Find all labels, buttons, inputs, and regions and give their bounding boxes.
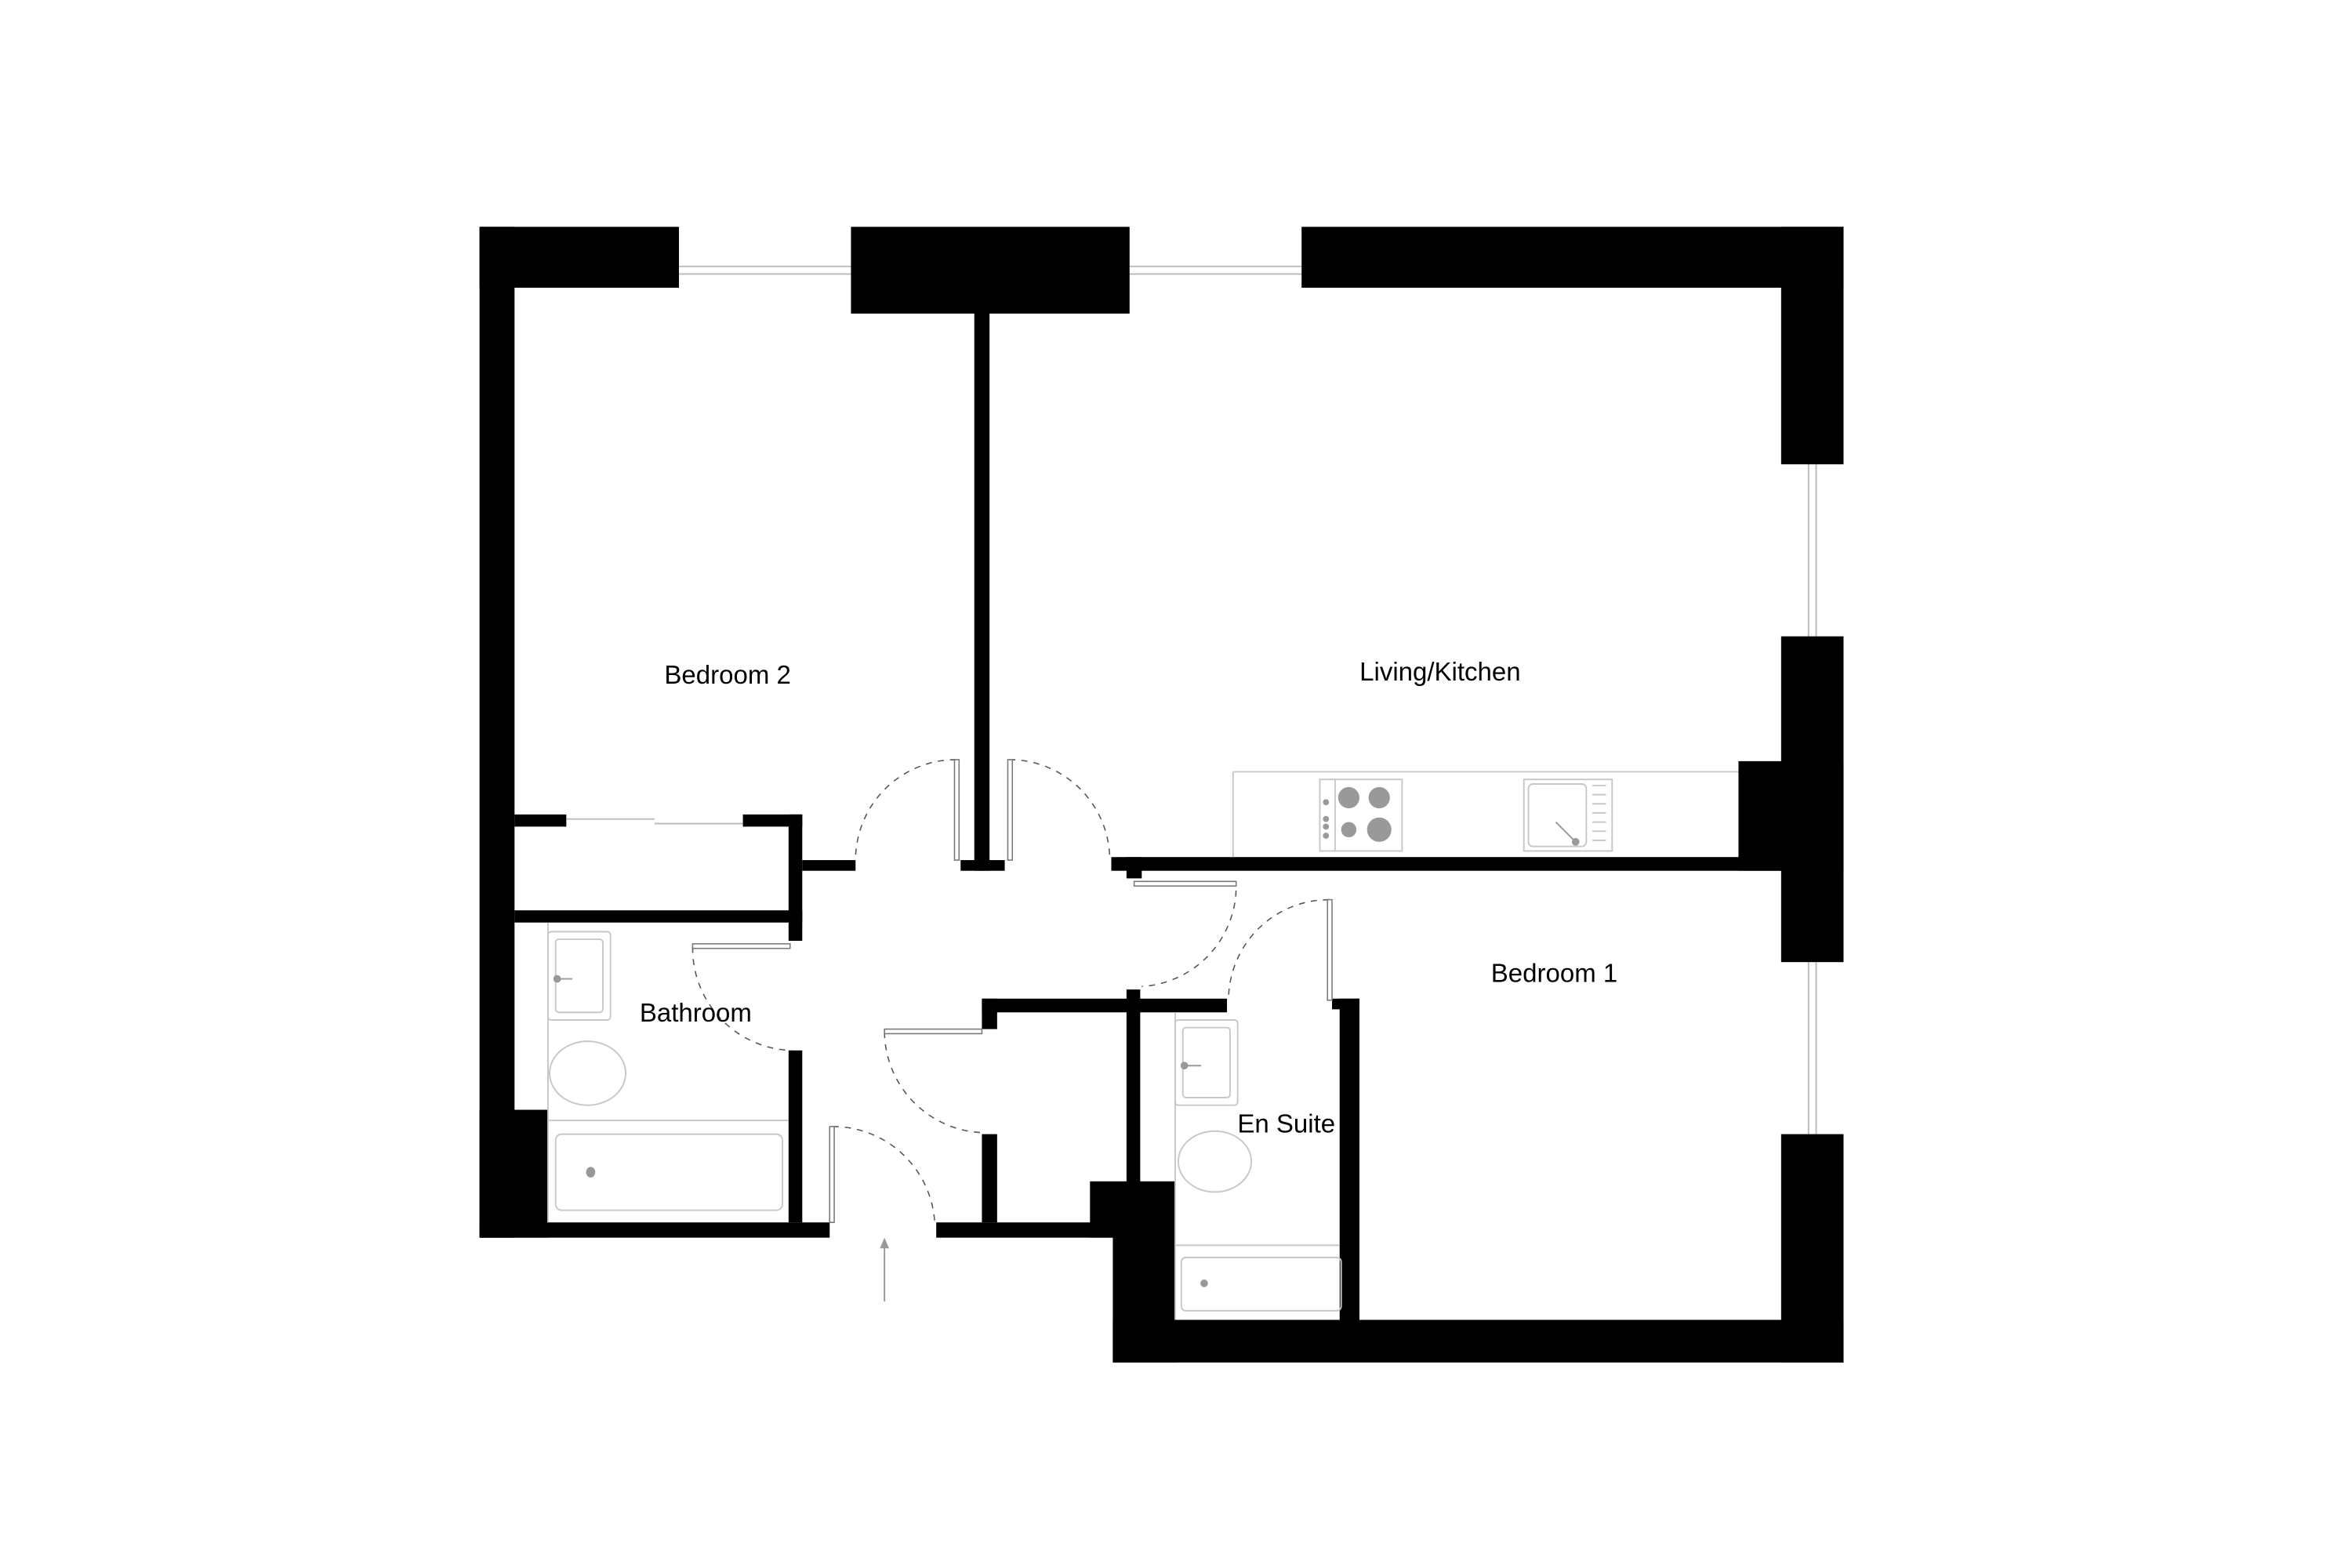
door-bedroom-1[interactable] — [1134, 882, 1237, 988]
room-label-living-kitchen: Living/Kitchen — [1359, 657, 1520, 686]
wardrobe-doors — [566, 818, 743, 825]
door-en-suite[interactable] — [1228, 898, 1330, 1000]
sink-icon — [1523, 779, 1613, 852]
bathroom-fixtures — [547, 922, 789, 1223]
door-living[interactable] — [1009, 759, 1111, 861]
doors[interactable] — [691, 759, 1333, 1223]
room-label-bathroom: Bathroom — [640, 998, 752, 1027]
arrow-up-icon — [880, 1237, 889, 1302]
en-suite-fixtures — [1174, 1012, 1342, 1320]
door-cupboard[interactable] — [884, 1032, 982, 1134]
room-label-bedroom-2: Bedroom 2 — [664, 660, 790, 689]
hob-icon — [1319, 779, 1403, 852]
walls — [479, 227, 1844, 1363]
door-bathroom[interactable] — [691, 946, 792, 1051]
door-bedroom-2[interactable] — [855, 759, 956, 861]
door-entrance[interactable] — [833, 1126, 936, 1223]
room-label-en-suite: En Suite — [1237, 1109, 1335, 1138]
kitchen-counter — [1232, 771, 1739, 858]
room-label-bedroom-1: Bedroom 1 — [1491, 958, 1617, 987]
windows — [679, 265, 1817, 1134]
